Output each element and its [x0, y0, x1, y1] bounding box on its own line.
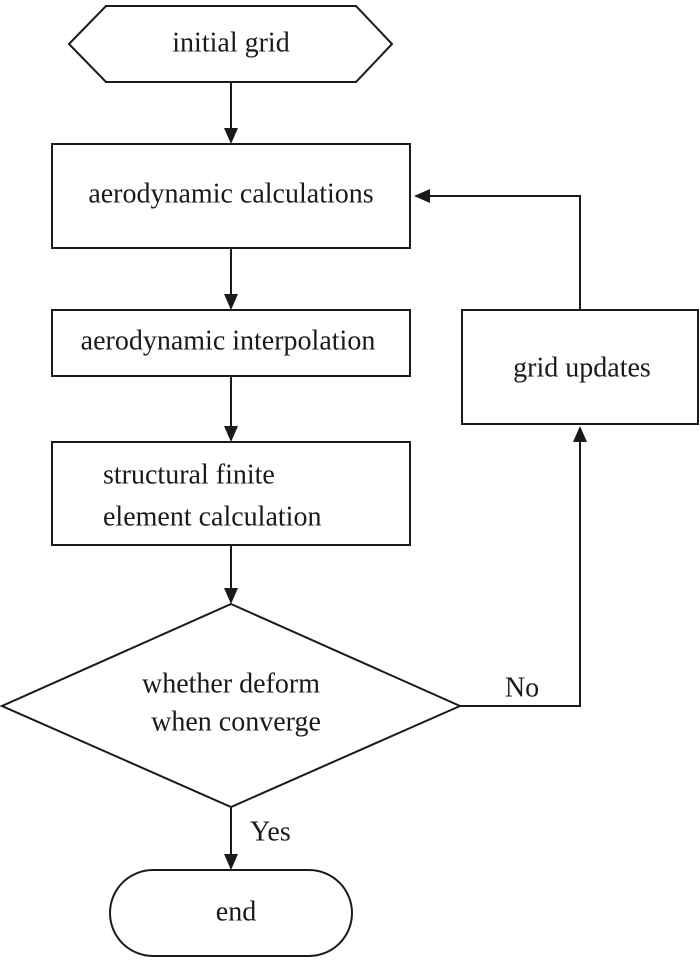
node-end-label: end [216, 896, 256, 927]
process-box [51, 441, 411, 546]
terminal-shape [109, 869, 353, 957]
decision-diamond [0, 602, 463, 809]
edge-decision-no-to-grid-updates [460, 426, 587, 707]
edge-initial-to-aero-calc [224, 82, 238, 144]
node-aerodynamic-calculations: aerodynamic calculations [51, 143, 411, 249]
node-decision-converge: whether deform when converge [0, 602, 463, 809]
node-end: end [109, 869, 353, 957]
node-aerodynamic-interpolation: aerodynamic interpolation [51, 309, 411, 377]
edge-label-yes: Yes [250, 816, 291, 847]
node-initial-grid: initial grid [67, 5, 394, 83]
node-decision-label-line1: whether deform [142, 668, 320, 699]
process-box [51, 143, 411, 249]
edge-grid-updates-to-aero-calc [414, 189, 581, 310]
node-decision-label-line2: when converge [151, 706, 321, 737]
edge-struct-to-decision [224, 545, 238, 604]
node-grid-updates-label: grid updates [513, 352, 651, 383]
node-structural-fe-calculation: structural finite element calculation [51, 441, 411, 546]
edge-interp-to-struct [224, 376, 238, 442]
hexagon-shape [67, 5, 394, 83]
edge-label-no: No [505, 672, 539, 703]
node-initial-grid-label: initial grid [172, 27, 289, 58]
edge-decision-to-end [224, 807, 238, 870]
edge-aero-calc-to-interp [224, 248, 238, 310]
process-box [461, 309, 699, 425]
node-aerodynamic-interpolation-label: aerodynamic interpolation [81, 325, 376, 356]
node-structural-fe-label-line2: element calculation [103, 501, 321, 532]
node-structural-fe-label-line1: structural finite [103, 459, 275, 490]
process-box [51, 309, 411, 377]
node-grid-updates: grid updates [461, 309, 699, 425]
node-aerodynamic-calculations-label: aerodynamic calculations [88, 178, 373, 209]
